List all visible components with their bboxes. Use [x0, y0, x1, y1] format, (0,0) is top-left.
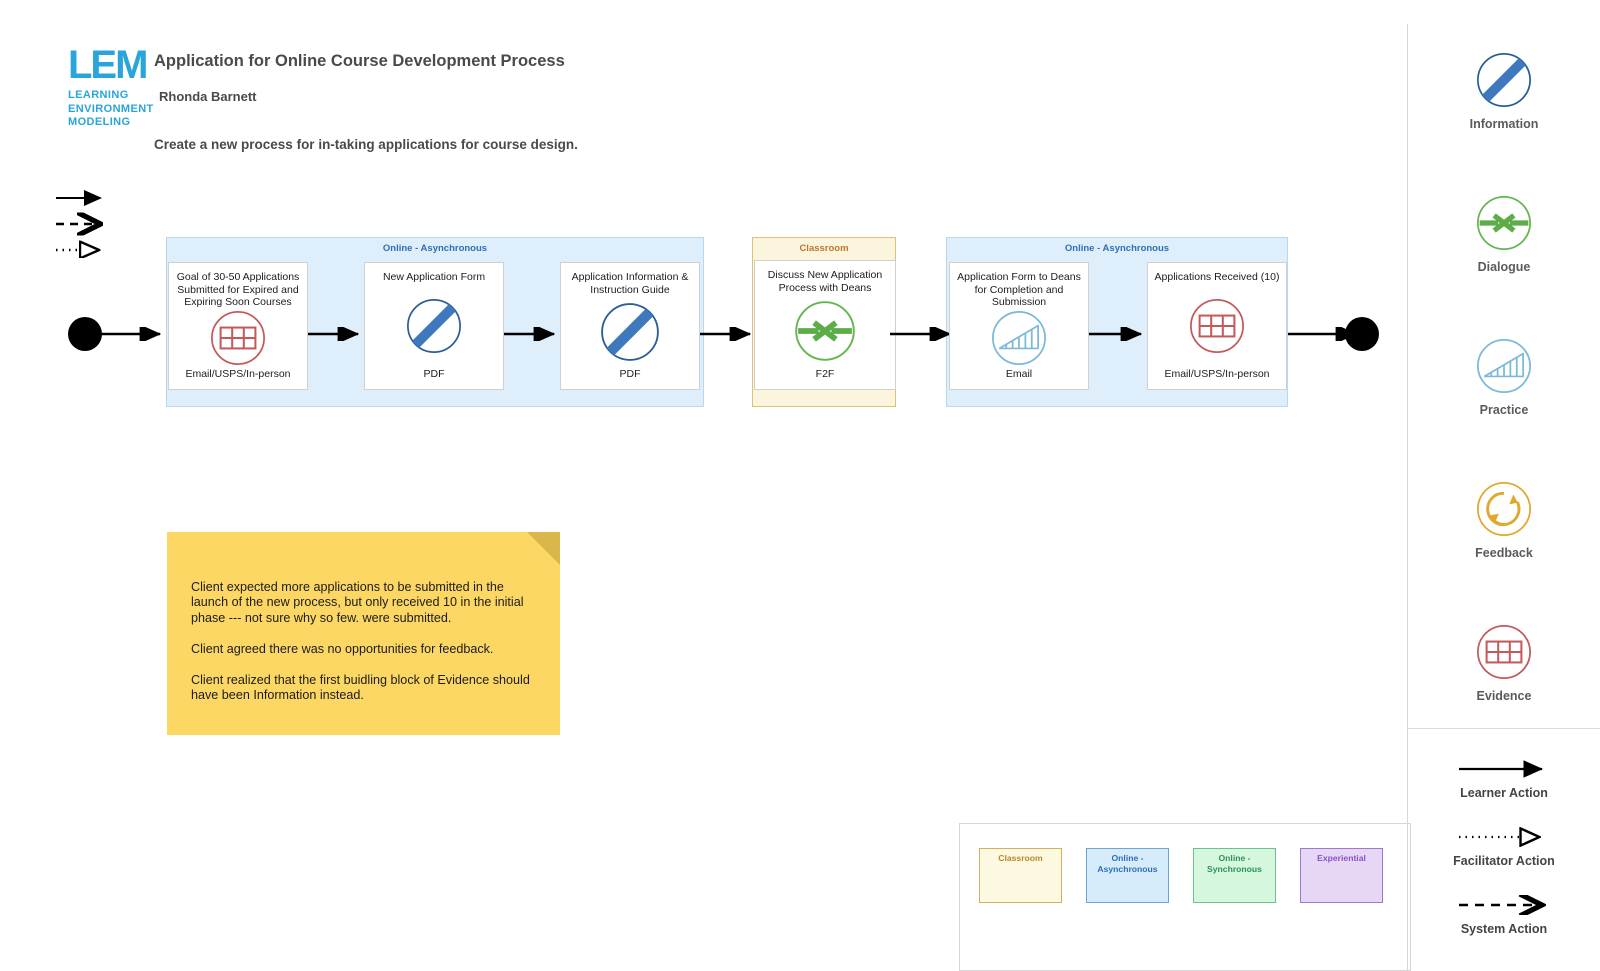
card-title: Application Form to Deans for Completion… — [957, 271, 1081, 309]
process-card-5[interactable]: Application Form to Deans for Completion… — [949, 262, 1089, 390]
information-icon — [561, 296, 699, 368]
logo-word-line-3: MODELING — [68, 116, 131, 128]
sidebar-item-label: Dialogue — [1477, 260, 1531, 274]
mode-legend-classroom: Classroom — [979, 848, 1062, 903]
information-icon — [1408, 50, 1600, 110]
mode-legend-label: Experiential — [1317, 853, 1366, 863]
evidence-icon — [169, 309, 307, 368]
card-title: New Application Form — [382, 271, 486, 283]
mode-legend-label: Online - Asynchronous — [1097, 853, 1158, 874]
evidence-icon — [1408, 622, 1600, 682]
sidebar-item-system-action[interactable]: System Action — [1408, 895, 1600, 936]
sidebar-item-label: Learner Action — [1460, 786, 1548, 800]
evidence-icon — [1148, 284, 1286, 368]
connector-5-6 — [1089, 327, 1143, 341]
practice-icon — [1408, 336, 1600, 396]
mode-legend-label: Online - Synchronous — [1207, 853, 1262, 874]
sidebar-item-information[interactable]: Information — [1408, 50, 1600, 131]
modes-legend-panel: Classroom Online - Asynchronous Online -… — [959, 823, 1411, 971]
sidebar-item-label: Information — [1469, 117, 1539, 131]
card-title: Applications Received (10) — [1154, 271, 1280, 283]
sidebar-divider — [1408, 728, 1600, 729]
process-card-1[interactable]: Goal of 30-50 Applications Submitted for… — [168, 262, 308, 390]
page-title: Application for Online Course Developmen… — [154, 52, 565, 70]
mode-legend-online-asynchronous: Online - Asynchronous — [1086, 848, 1169, 903]
document-description: Create a new process for in-taking appli… — [154, 137, 578, 152]
sticky-note-paragraph-1: Client expected more applications to be … — [191, 580, 524, 625]
legend-sidebar: Information Dialogue Practice Feedback E — [1407, 24, 1600, 971]
start-node — [68, 317, 102, 351]
sidebar-item-practice[interactable]: Practice — [1408, 336, 1600, 417]
dotted-arrow-icon — [1459, 827, 1554, 847]
card-footer: F2F — [815, 368, 835, 380]
process-card-4[interactable]: Discuss New Application Process with Dea… — [754, 260, 896, 390]
sticky-note[interactable]: Client expected more applications to be … — [167, 532, 560, 735]
sidebar-item-evidence[interactable]: Evidence — [1408, 622, 1600, 703]
solid-arrow-icon — [1459, 760, 1544, 778]
card-footer: Email/USPS/In-person — [185, 368, 291, 380]
mode-legend-experiential: Experiential — [1300, 848, 1383, 903]
sidebar-item-label: System Action — [1460, 922, 1548, 936]
dashed-arrow-icon — [1459, 895, 1554, 915]
card-title: Discuss New Application Process with Dea… — [767, 269, 883, 294]
end-node — [1345, 317, 1379, 351]
sidebar-item-label: Facilitator Action — [1453, 854, 1555, 868]
information-icon — [365, 284, 503, 368]
lem-logo: LEM LEARNING ENVIRONMENT MODELING — [68, 45, 154, 129]
logo-mark-text: LEM — [68, 43, 148, 87]
card-footer: Email/USPS/In-person — [1164, 368, 1270, 380]
sidebar-item-label: Feedback — [1475, 546, 1533, 560]
document-author: Rhonda Barnett — [159, 89, 257, 104]
sidebar-item-feedback[interactable]: Feedback — [1408, 479, 1600, 560]
mode-legend-label: Classroom — [998, 853, 1043, 863]
sidebar-item-learner-action[interactable]: Learner Action — [1408, 759, 1600, 800]
connector-3-4 — [700, 327, 752, 341]
dialogue-icon — [755, 294, 895, 368]
connector-2-3 — [504, 327, 556, 341]
card-title: Application Information & Instruction Gu… — [571, 271, 689, 296]
practice-icon — [950, 309, 1088, 368]
feedback-icon — [1408, 479, 1600, 539]
connector-start-to-card1 — [100, 327, 162, 341]
sidebar-item-label: Practice — [1479, 403, 1529, 417]
connector-1-2 — [308, 327, 360, 341]
process-card-3[interactable]: Application Information & Instruction Gu… — [560, 262, 700, 390]
sidebar-item-label: Evidence — [1476, 689, 1532, 703]
sticky-note-fold-icon — [527, 532, 560, 565]
logo-word-line-1: LEARNING — [68, 89, 129, 101]
process-card-2[interactable]: New Application Form PDF — [364, 262, 504, 390]
sticky-note-paragraph-3: Client realized that the first buidling … — [191, 673, 530, 703]
logo-wordmark: LEARNING ENVIRONMENT MODELING — [68, 89, 154, 130]
sidebar-item-dialogue[interactable]: Dialogue — [1408, 193, 1600, 274]
process-card-6[interactable]: Applications Received (10) Email/USPS/In… — [1147, 262, 1287, 390]
connector-card6-to-end — [1288, 327, 1358, 341]
logo-word-line-2: ENVIRONMENT — [68, 102, 154, 115]
band-label: Online - Asynchronous — [382, 243, 488, 254]
sidebar-item-facilitator-action[interactable]: Facilitator Action — [1408, 827, 1600, 868]
connector-4-5 — [890, 327, 952, 341]
sticky-note-body: Client expected more applications to be … — [167, 532, 560, 735]
arrow-key-group — [56, 190, 172, 258]
card-footer: Email — [1005, 368, 1033, 380]
mode-legend-online-synchronous: Online - Synchronous — [1193, 848, 1276, 903]
card-footer: PDF — [423, 368, 445, 380]
band-label: Online - Asynchronous — [1064, 243, 1170, 254]
band-label: Classroom — [799, 243, 849, 254]
card-footer: PDF — [619, 368, 641, 380]
card-title: Goal of 30-50 Applications Submitted for… — [176, 271, 300, 309]
dialogue-icon — [1408, 193, 1600, 253]
sticky-note-paragraph-2: Client agreed there was no opportunities… — [191, 641, 494, 656]
